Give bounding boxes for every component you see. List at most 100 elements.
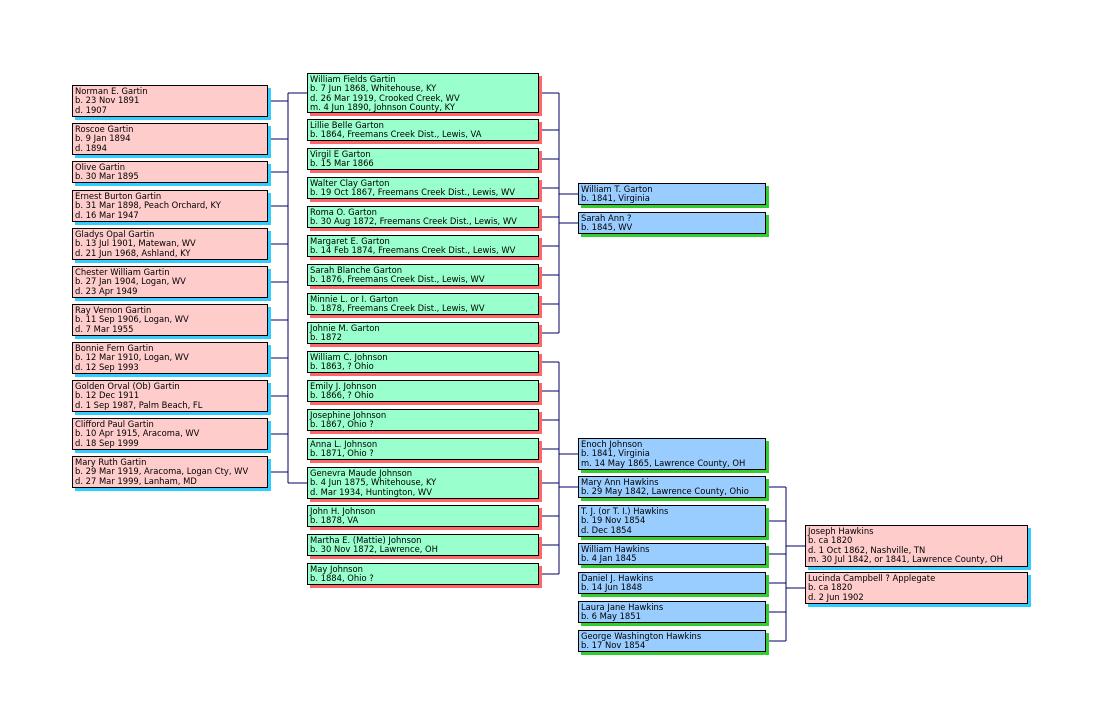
- person-detail: b. 30 Mar 1895: [75, 171, 139, 182]
- person-detail: b. 1867, Ohio ?: [310, 419, 374, 430]
- person-detail: d. 16 Mar 1947: [75, 209, 139, 220]
- person-detail: b. 9 Jan 1894: [75, 133, 131, 144]
- person-name: May Johnson: [310, 564, 363, 574]
- person-name: Martha E. (Mattie) Johnson: [310, 535, 422, 545]
- person-detail: d. 27 Mar 1999, Lanham, MD: [75, 475, 197, 486]
- person-detail: b. 1878, Freemans Creek Dist., Lewis, WV: [310, 303, 485, 314]
- person-detail: b. 12 Dec 1911: [75, 390, 140, 401]
- person-detail: b. ca 1820: [808, 582, 853, 593]
- person-detail: b. 1845, WV: [581, 222, 633, 233]
- person-name: Lillie Belle Garton: [310, 120, 384, 130]
- person-detail: b. 1863, ? Ohio: [310, 361, 374, 372]
- person-detail: d. 18 Sep 1999: [75, 437, 139, 448]
- person-name: Ernest Burton Gartin: [75, 191, 162, 201]
- person-name: Clifford Paul Gartin: [75, 419, 154, 429]
- person-name: Laura Jane Hawkins: [581, 602, 664, 612]
- person-detail: b. 13 Jul 1901, Matewan, WV: [75, 238, 196, 249]
- person-name: Norman E. Gartin: [75, 86, 148, 96]
- person-detail: d. 12 Sep 1993: [75, 361, 139, 372]
- person-detail: b. 1884, Ohio ?: [310, 573, 374, 584]
- person-detail: d. 1 Oct 1862, Nashville, TN: [808, 544, 926, 555]
- person-name: Sarah Blanche Garton: [310, 265, 403, 275]
- person-detail: b. 1872: [310, 332, 342, 343]
- person-detail: b. 27 Jan 1904, Logan, WV: [75, 276, 186, 287]
- person-detail: b. 1841, Virginia: [581, 448, 650, 459]
- person-name: Margaret E. Garton: [310, 236, 390, 246]
- person-detail: b. 19 Oct 1867, Freemans Creek Dist., Le…: [310, 187, 516, 198]
- person-detail: b. 15 Mar 1866: [310, 158, 374, 169]
- person-detail: b. 1866, ? Ohio: [310, 390, 374, 401]
- person-name: Mary Ruth Gartin: [75, 457, 147, 467]
- person-name: Walter Clay Garton: [310, 178, 390, 188]
- person-detail: b. 7 Jun 1868, Whitehouse, KY: [310, 83, 437, 94]
- person-name: Johnie M. Garton: [310, 323, 380, 333]
- person-detail: b. 12 Mar 1910, Logan, WV: [75, 352, 189, 363]
- person-name: Roma O. Garton: [310, 207, 377, 217]
- person-name: Lucinda Campbell ? Applegate: [808, 573, 936, 583]
- person-detail: b. 30 Aug 1872, Freemans Creek Dist., Le…: [310, 216, 517, 227]
- person-name: Sarah Ann ?: [581, 213, 632, 223]
- person-detail: d. 7 Mar 1955: [75, 323, 134, 334]
- person-name: Emily J. Johnson: [310, 381, 377, 391]
- person-detail: b. 31 Mar 1898, Peach Orchard, KY: [75, 200, 221, 211]
- person-detail: b. 29 May 1842, Lawrence County, Ohio: [581, 486, 749, 497]
- person-detail: m. 30 Jul 1842, or 1841, Lawrence County…: [808, 553, 1003, 564]
- person-name: John H. Johnson: [310, 506, 376, 516]
- person-box-sarah-ann[interactable]: Sarah Ann ?b. 1845, WV: [578, 212, 766, 234]
- person-detail: b. 19 Nov 1854: [581, 515, 646, 526]
- person-name: Mary Ann Hawkins: [581, 477, 659, 487]
- person-name: Ray Vernon Gartin: [75, 305, 152, 315]
- person-detail: b. 30 Nov 1872, Lawrence, OH: [310, 544, 438, 555]
- person-detail: b. 14 Jun 1848: [581, 582, 643, 593]
- person-detail: d. Dec 1854: [581, 524, 632, 535]
- person-name: Josephine Johnson: [310, 410, 387, 420]
- person-detail: b. ca 1820: [808, 535, 853, 546]
- person-detail: d. 23 Apr 1949: [75, 285, 138, 296]
- person-detail: b. 1871, Ohio ?: [310, 448, 374, 459]
- person-detail: b. 1878, VA: [310, 515, 359, 526]
- person-name: Virgil E Garton: [310, 149, 371, 159]
- person-detail: b. 1841, Virginia: [581, 193, 650, 204]
- person-detail: d. 1907: [75, 104, 107, 115]
- person-detail: b. 11 Sep 1906, Logan, WV: [75, 314, 189, 325]
